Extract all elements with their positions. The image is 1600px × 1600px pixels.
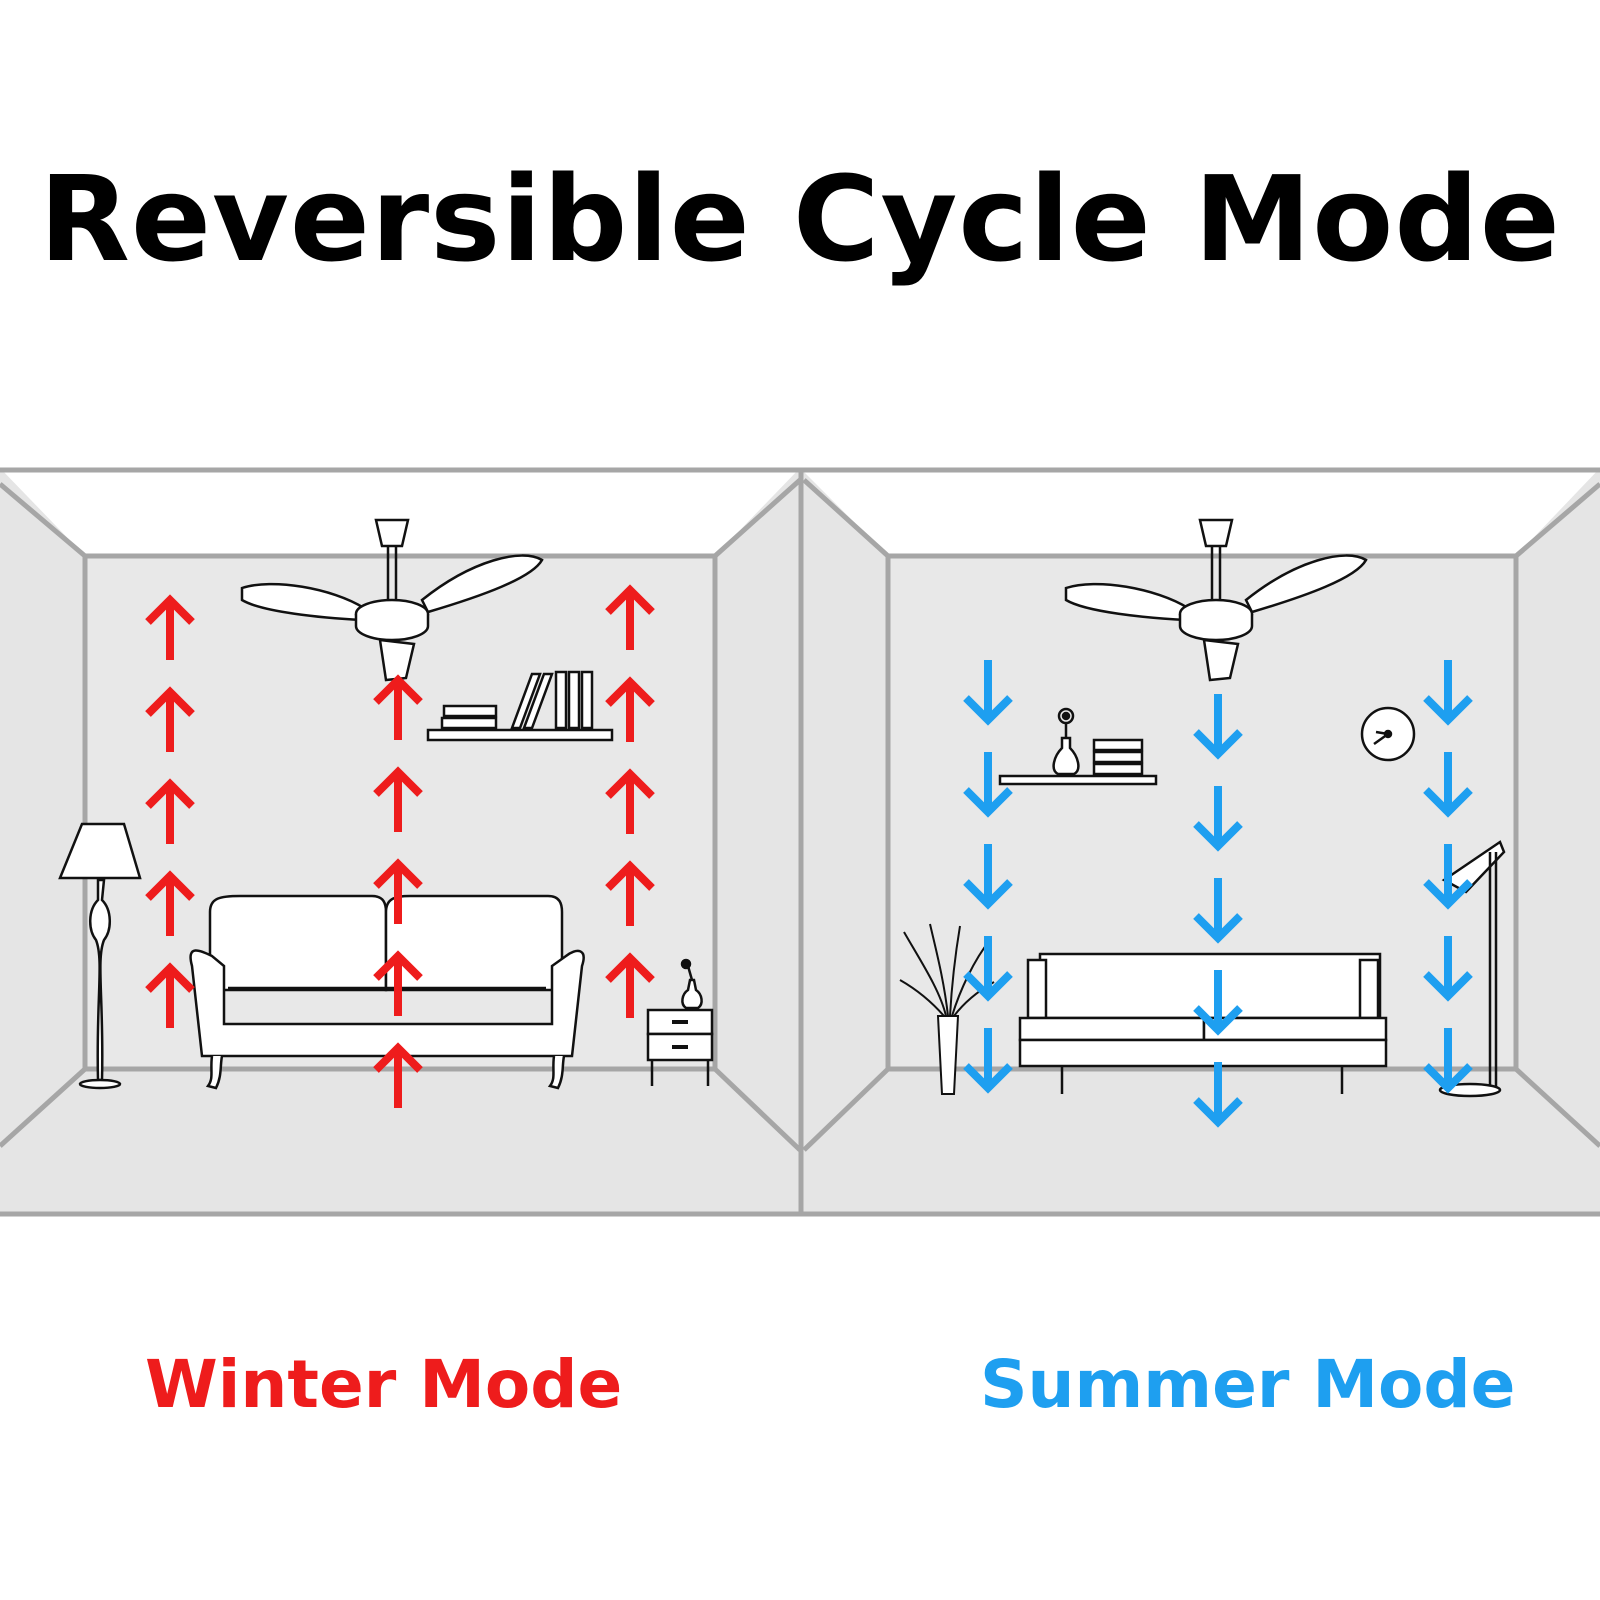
floor-lamp-icon	[58, 822, 142, 1090]
page-title: Reversible Cycle Mode	[39, 150, 1561, 288]
winter-mode-label: Winter Mode	[145, 1346, 623, 1423]
sofa-icon	[1018, 952, 1388, 1094]
arc-floor-lamp-icon	[1438, 840, 1506, 1098]
side-table-icon	[646, 1008, 714, 1086]
vase-icon	[1052, 707, 1080, 776]
books-icon	[1092, 738, 1144, 776]
sofa-icon	[189, 894, 585, 1090]
books-icon	[440, 670, 594, 730]
wall-shelf-icon	[426, 728, 614, 742]
vase-icon	[680, 958, 703, 1010]
wall-shelf-icon	[998, 774, 1158, 786]
summer-mode-label: Summer Mode	[980, 1346, 1516, 1423]
wall-clock-icon	[1360, 706, 1416, 762]
